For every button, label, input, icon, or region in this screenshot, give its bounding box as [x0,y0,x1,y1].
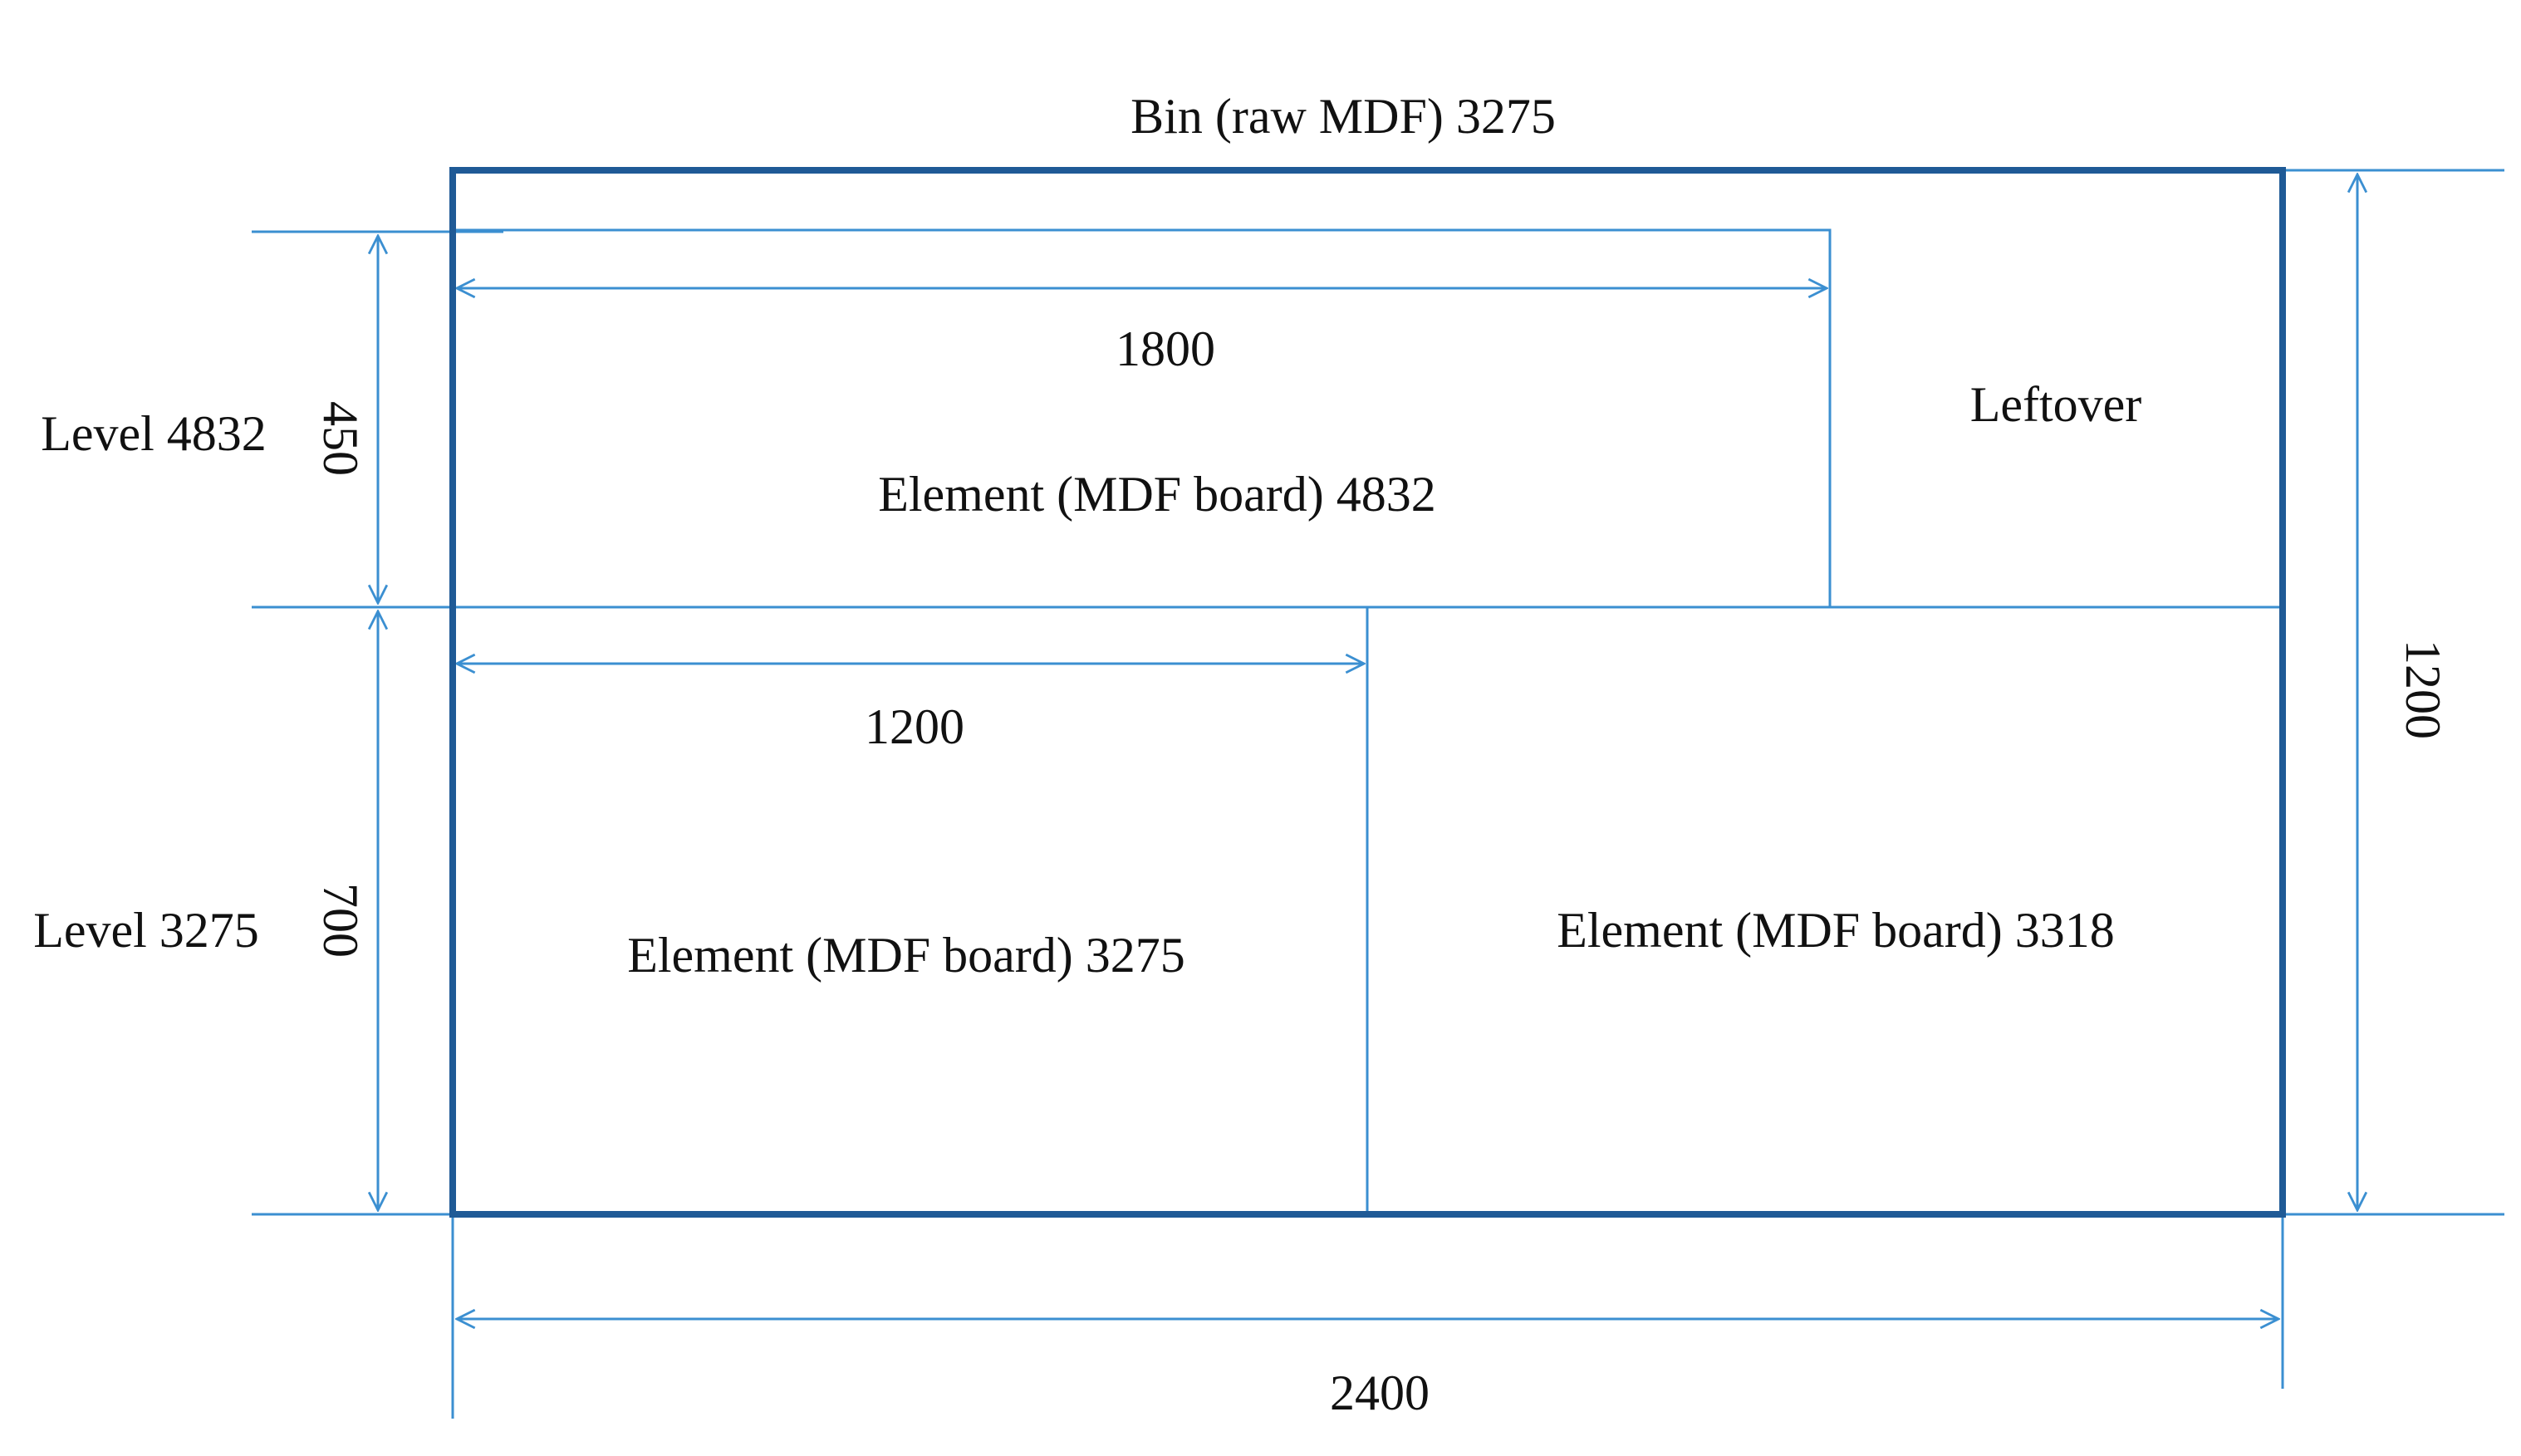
dim-label-2400: 2400 [1330,1365,1430,1420]
dim-label-450: 450 [313,401,368,476]
dim-label-1200-width: 1200 [865,699,964,754]
bin-label: Bin (raw MDF) 3275 [1131,89,1556,144]
dim-label-1800: 1800 [1116,321,1215,376]
level-4832-label: Level 4832 [41,406,267,461]
dim-label-1200-height: 1200 [2396,640,2450,739]
element-4832-label: Element (MDF board) 4832 [878,467,1436,522]
leftover-label: Leftover [1970,377,2142,432]
element-3318-label: Element (MDF board) 3318 [1557,903,2115,958]
element-boundaries [453,228,1832,1214]
element-3275-label: Element (MDF board) 3275 [627,928,1185,983]
labels: Bin (raw MDF) 3275 Leftover Element (MDF… [33,89,2450,1420]
element-4832-outline [453,228,1832,607]
level-3275-label: Level 3275 [33,903,259,958]
dimension-arrows [378,174,2357,1319]
extension-lines [252,169,2504,1419]
bin-outline [449,167,2286,1218]
dim-label-700: 700 [313,883,368,958]
